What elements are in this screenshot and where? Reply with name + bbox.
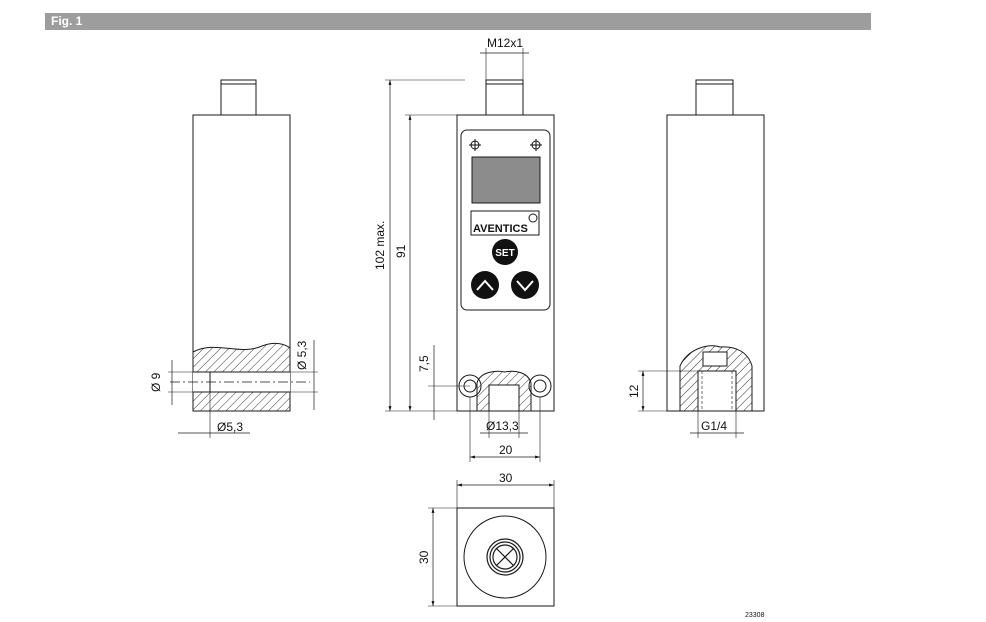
dim-thread-size: G1/4 — [701, 419, 727, 433]
up-button[interactable] — [471, 271, 499, 299]
down-button[interactable] — [511, 271, 539, 299]
dim-thread-top: M12x1 — [487, 36, 523, 50]
brand-logo — [470, 210, 540, 236]
arrow-up-icon — [476, 279, 494, 291]
dim-width-top: 30 — [499, 471, 513, 485]
drawing-number: 23308 — [745, 612, 765, 619]
brand-text: AVENTICS — [473, 223, 528, 235]
dim-bore-right: Ø 5,3 — [295, 340, 309, 370]
dim-port-dia: Ø13,3 — [486, 419, 519, 433]
dim-width-side: 30 — [417, 550, 431, 564]
front-connector — [485, 79, 524, 116]
crosshair-icon — [530, 139, 542, 151]
crosshair-icon — [469, 139, 481, 151]
dim-height-body: 91 — [394, 244, 408, 258]
right-side-view — [638, 79, 765, 438]
set-button-label: SET — [495, 248, 514, 259]
figure-label: Fig. 1 — [51, 14, 83, 28]
front-view — [385, 48, 555, 462]
set-button[interactable]: SET — [492, 239, 518, 265]
bottom-view — [428, 480, 555, 607]
right-connector — [695, 79, 734, 116]
left-connector — [220, 79, 257, 116]
dim-port-offset: 7,5 — [417, 355, 431, 372]
dim-bore-left: Ø5,3 — [217, 420, 243, 434]
dim-thread-depth: 12 — [627, 384, 641, 398]
dim-bore-small: Ø 9 — [149, 372, 163, 392]
figure-header: Fig. 1 — [45, 13, 871, 30]
display-screen — [471, 156, 541, 204]
control-panel — [460, 129, 551, 311]
left-side-view — [168, 79, 318, 438]
arrow-down-icon — [516, 280, 534, 292]
dim-height-max: 102 max. — [373, 221, 387, 270]
bottom-outer-ring — [463, 515, 547, 599]
dim-port-spacing: 20 — [499, 443, 513, 457]
connector-icon — [486, 538, 524, 576]
